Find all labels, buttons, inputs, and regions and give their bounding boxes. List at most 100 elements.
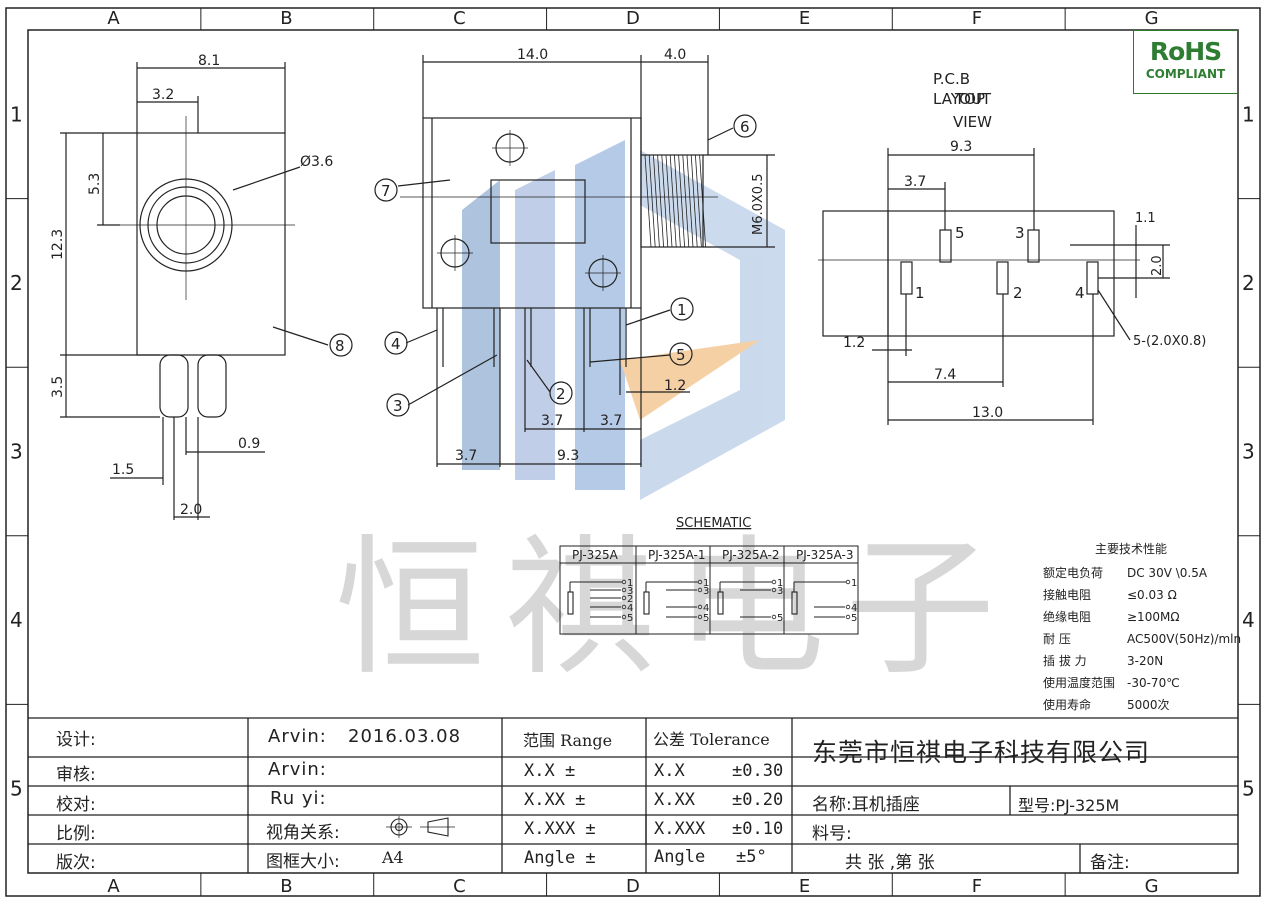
spec-key-2: 接触电阻 — [1043, 587, 1091, 602]
grid-col-b-top: B — [280, 8, 292, 29]
schematic-pin-2-5: 5 — [703, 613, 709, 624]
pcb-pin-5: 5 — [955, 224, 965, 242]
tol-format-2: X.XX — [654, 790, 695, 810]
pcb-dim-mid: 7.4 — [934, 367, 956, 383]
title-block — [28, 717, 1238, 873]
schematic-pin-2-3: 3 — [703, 586, 709, 597]
schematic-pin-1-3: 3 — [627, 586, 633, 597]
callout-7: 7 — [381, 182, 391, 200]
label-design: 设计: — [56, 730, 96, 750]
schematic-header-2: PJ-325A-1 — [648, 548, 706, 562]
spec-value-7: 5000次 — [1127, 698, 1170, 712]
dim-5-3: 5.3 — [87, 173, 103, 195]
tol-format-1: X.X — [654, 761, 685, 781]
dim-p3: 1.2 — [664, 378, 686, 394]
grid-row-5-left: 5 — [10, 777, 23, 801]
dim-8-1: 8.1 — [198, 53, 220, 69]
grid-row-1-left: 1 — [10, 102, 23, 126]
pcb-layout — [818, 148, 1170, 425]
spec-key-3: 绝缘电阻 — [1043, 609, 1091, 624]
spec-value-4: AC500V(50Hz)/mln — [1127, 632, 1241, 646]
label-review: 审核: — [56, 765, 96, 785]
callout-2: 2 — [556, 385, 566, 403]
dim-b1: 3.7 — [455, 448, 477, 464]
callout-circle-3 — [386, 393, 410, 417]
pcb-dim-top: 9.3 — [950, 139, 972, 155]
grid-row-4-left: 4 — [10, 608, 23, 632]
grid-col-f-bottom: F — [972, 876, 982, 897]
view-angle-label: 视角关系: — [266, 823, 340, 843]
check-name: Ru yi: — [270, 788, 327, 809]
grid-row-5-right: 5 — [1242, 777, 1255, 801]
frame-size-value: A4 — [382, 848, 404, 867]
grid-row-2-left: 2 — [10, 271, 23, 295]
callout-6: 6 — [740, 118, 750, 136]
grid-row-4-right: 4 — [1242, 608, 1255, 632]
schematic-pin-1-1: 1 — [627, 578, 633, 589]
tol-value-4: ±5° — [736, 847, 767, 867]
tol-value-3: ±0.10 — [732, 819, 784, 839]
pcb-dim-left: 3.7 — [904, 174, 926, 190]
spec-key-7: 使用寿命 — [1043, 697, 1091, 712]
design-name: Arvin: — [268, 726, 327, 747]
callout-8: 8 — [335, 337, 345, 355]
pcb-title-3: TOP — [954, 90, 985, 108]
part-name: 名称:耳机插座 — [812, 795, 920, 815]
dim-b2: 9.3 — [557, 448, 579, 464]
tol-format-3: X.XXX — [654, 819, 706, 839]
callout-5: 5 — [676, 346, 686, 364]
callout-circle-1 — [670, 297, 694, 321]
design-date: 2016.03.08 — [348, 726, 462, 747]
range-row-1: X.X ± — [524, 761, 576, 781]
schematic-pin-1-2: 2 — [627, 594, 633, 605]
dim-hole: Ø3.6 — [300, 154, 333, 170]
model-number: 型号:PJ-325M — [1018, 796, 1120, 815]
projection-symbol — [386, 816, 455, 838]
dim-0-9: 0.9 — [238, 436, 260, 452]
dim-3-2: 3.2 — [152, 87, 174, 103]
schematic-pin-3-3: 3 — [777, 586, 783, 597]
grid-col-f-top: F — [972, 8, 982, 29]
schematic-pin-2-1: 1 — [703, 578, 709, 589]
specs-title: 主要技术性能 — [1095, 542, 1167, 556]
spec-value-6: -30-70℃ — [1127, 676, 1180, 690]
label-revision: 版次: — [56, 853, 96, 873]
grid-col-e-top: E — [799, 8, 810, 29]
side-view — [397, 55, 775, 467]
tol-value-2: ±0.20 — [732, 790, 784, 810]
grid-row-2-right: 2 — [1242, 271, 1255, 295]
pcb-pad-note: 5-(2.0X0.8) — [1133, 334, 1206, 349]
schematic-frame — [559, 545, 859, 635]
schematic-pin-4-4: 4 — [851, 603, 857, 614]
range-row-3: X.XXX ± — [524, 819, 596, 839]
outer-frame — [5, 7, 1261, 897]
dim-p1: 3.7 — [541, 413, 563, 429]
dim-4-0: 4.0 — [664, 47, 686, 63]
pcb-pin-2: 2 — [1013, 284, 1023, 302]
pcb-dim-h: 2.0 — [1150, 255, 1165, 276]
dim-12-3: 12.3 — [50, 229, 66, 260]
rohs-logo: RoHS COMPLIANT — [1133, 30, 1238, 94]
spec-key-6: 使用温度范围 — [1043, 675, 1115, 690]
pcb-pin-4: 4 — [1075, 284, 1085, 302]
remark-label: 备注: — [1090, 853, 1130, 873]
schematic-pin-4-1: 1 — [851, 578, 857, 589]
spec-value-2: ≤0.03 Ω — [1127, 588, 1177, 602]
callout-4: 4 — [391, 335, 401, 353]
spec-value-3: ≥100MΩ — [1127, 610, 1179, 624]
spec-key-5: 插 拔 力 — [1043, 653, 1087, 668]
range-header: 范围 Range — [523, 731, 613, 750]
grid-col-e-bottom: E — [799, 876, 810, 897]
rohs-text: RoHS — [1149, 37, 1222, 66]
dim-p2: 3.7 — [600, 413, 622, 429]
grid-row-3-left: 3 — [10, 440, 23, 464]
rohs-compliant-text: COMPLIANT — [1145, 67, 1226, 81]
callout-circle-4 — [384, 331, 408, 355]
dim-3-5: 3.5 — [50, 376, 66, 398]
dim-1-5: 1.5 — [112, 462, 134, 478]
frame-size-label: 图框大小: — [266, 852, 340, 872]
schematic-header-4: PJ-325A-3 — [796, 548, 854, 562]
dim-2-0: 2.0 — [180, 502, 202, 518]
